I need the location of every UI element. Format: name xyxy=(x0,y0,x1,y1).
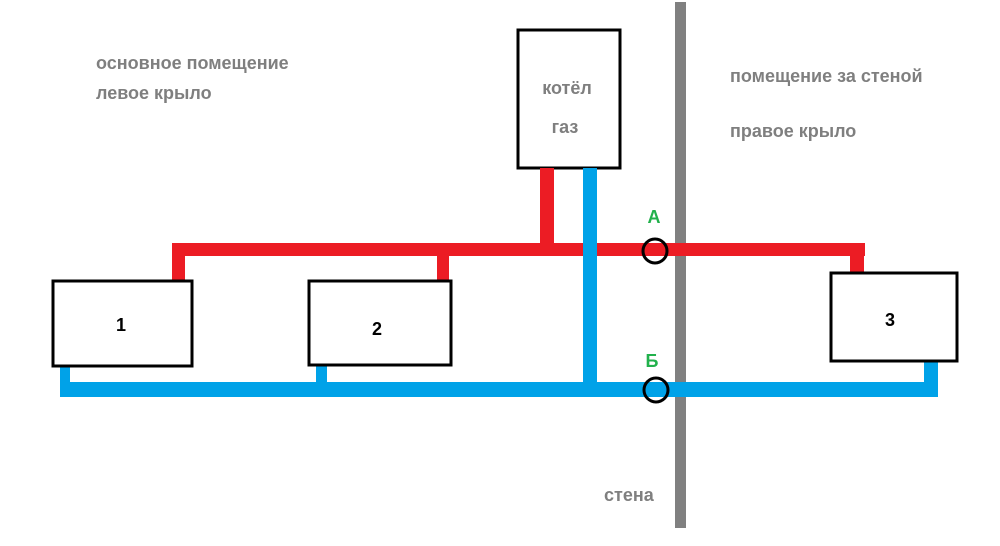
boiler-label-line2: газ xyxy=(552,117,579,137)
return-main-pipe xyxy=(60,382,938,397)
return-branch-radiator-3 xyxy=(924,360,938,384)
return-branch-radiator-2 xyxy=(316,363,327,384)
right-wing-label: правое крыло xyxy=(730,121,856,141)
room-behind-wall-label: помещение за стеной xyxy=(730,66,923,86)
point-a-label: А xyxy=(648,207,661,227)
radiator-2-label: 2 xyxy=(372,319,382,339)
wall-label: стена xyxy=(604,485,655,505)
supply-main-pipe xyxy=(172,243,865,256)
supply-branch-radiator-1 xyxy=(172,243,185,280)
boiler-label-line1: котёл xyxy=(542,78,592,98)
return-branch-radiator-1 xyxy=(60,366,70,384)
main-room-label: основное помещение xyxy=(96,53,289,73)
boiler xyxy=(516,28,622,170)
radiator-3-label: 3 xyxy=(885,310,895,330)
point-a-marker xyxy=(641,237,669,265)
supply-pipes xyxy=(172,168,865,282)
supply-branch-radiator-2 xyxy=(437,243,449,282)
supply-riser-pipe xyxy=(540,168,554,248)
return-pipes xyxy=(60,168,938,397)
radiator-2 xyxy=(307,279,453,367)
wall xyxy=(675,2,686,528)
radiator-1 xyxy=(51,279,194,368)
radiator-3 xyxy=(829,271,959,363)
point-b-marker xyxy=(642,376,670,404)
supply-branch-radiator-3 xyxy=(850,243,864,276)
return-riser-pipe xyxy=(583,168,597,386)
left-wing-label: левое крыло xyxy=(96,83,212,103)
point-b-label: Б xyxy=(646,351,659,371)
radiator-1-label: 1 xyxy=(116,315,126,335)
